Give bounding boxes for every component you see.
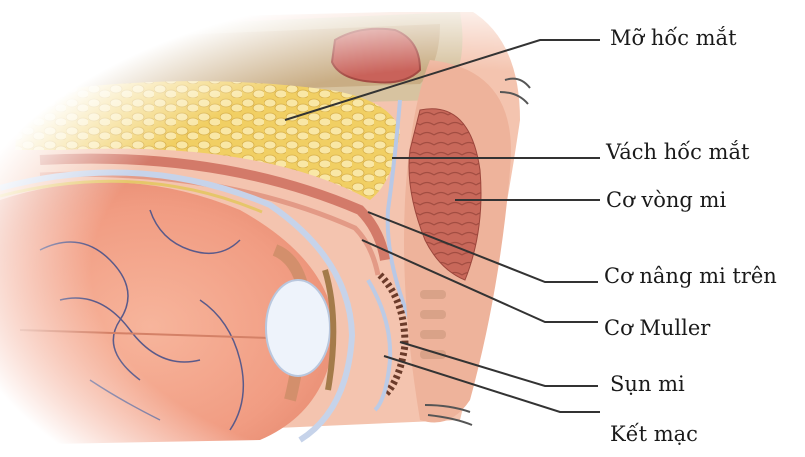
label-orbicularis: Cơ vòng mi bbox=[606, 190, 726, 211]
label-orbital-fat: Mỡ hốc mắt bbox=[610, 28, 737, 49]
label-muller: Cơ Muller bbox=[604, 318, 710, 339]
label-levator: Cơ nâng mi trên bbox=[604, 266, 777, 287]
label-orbital-septum: Vách hốc mắt bbox=[606, 142, 749, 163]
top-fade bbox=[0, 0, 560, 12]
label-conjunctiva: Kết mạc bbox=[610, 424, 698, 445]
label-tarsus: Sụn mi bbox=[610, 374, 685, 395]
